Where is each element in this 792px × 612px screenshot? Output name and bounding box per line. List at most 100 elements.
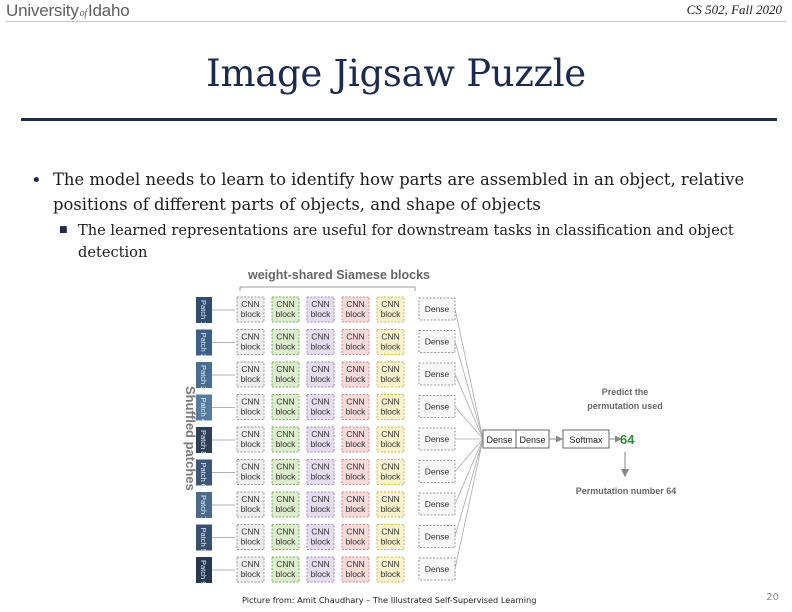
cnn-block-label: block bbox=[276, 407, 297, 417]
cnn-block-label: CNN bbox=[276, 299, 294, 309]
cnn-block-label: block bbox=[241, 407, 262, 417]
cnn-block-label: CNN bbox=[241, 559, 259, 569]
cnn-block-label: block bbox=[346, 309, 367, 319]
cnn-block-label: CNN bbox=[381, 364, 399, 374]
cnn-block-label: block bbox=[346, 439, 367, 449]
cnn-block-label: CNN bbox=[346, 332, 364, 342]
cnn-block-label: CNN bbox=[276, 494, 294, 504]
cnn-block-label: CNN bbox=[276, 527, 294, 537]
cnn-block-label: block bbox=[381, 504, 402, 514]
cnn-block-label: CNN bbox=[311, 559, 329, 569]
merge-line bbox=[455, 374, 483, 439]
cnn-block-label: CNN bbox=[311, 332, 329, 342]
cnn-block-label: CNN bbox=[311, 494, 329, 504]
cnn-block-label: block bbox=[276, 569, 297, 579]
cnn-block-label: CNN bbox=[346, 397, 364, 407]
cnn-block-label: block bbox=[241, 537, 262, 547]
patch-label: Patch 7 bbox=[199, 495, 208, 520]
dense-block-label: Dense bbox=[425, 499, 450, 509]
cnn-block-label: CNN bbox=[311, 299, 329, 309]
cnn-block-label: block bbox=[346, 407, 367, 417]
cnn-block-label: block bbox=[311, 472, 332, 482]
cnn-block-label: CNN bbox=[346, 462, 364, 472]
cnn-block-label: CNN bbox=[276, 364, 294, 374]
softmax-label: Softmax bbox=[569, 435, 603, 445]
dense-block-label: Dense bbox=[425, 304, 450, 314]
figure-caption: Picture from: Amit Chaudhary – The Illus… bbox=[242, 595, 536, 605]
cnn-block-label: CNN bbox=[241, 527, 259, 537]
patch-label: Patch 9 bbox=[199, 560, 208, 584]
cnn-block-label: block bbox=[241, 439, 262, 449]
cnn-block-label: block bbox=[381, 472, 402, 482]
cnn-block-label: CNN bbox=[381, 559, 399, 569]
cnn-block-label: block bbox=[276, 374, 297, 384]
header-divider bbox=[6, 21, 786, 22]
merge-line bbox=[455, 407, 483, 440]
dense-block-label: Dense bbox=[425, 564, 450, 574]
cnn-block-label: CNN bbox=[241, 494, 259, 504]
merge-line bbox=[455, 309, 483, 439]
cnn-block-label: block bbox=[311, 407, 332, 417]
cnn-block-label: block bbox=[311, 504, 332, 514]
cnn-block-label: block bbox=[381, 439, 402, 449]
merge-line bbox=[455, 439, 483, 537]
cnn-block-label: block bbox=[311, 342, 332, 352]
cnn-block-label: CNN bbox=[241, 332, 259, 342]
dense-block-label: Dense bbox=[425, 532, 450, 542]
predict-label-line2: permutation used bbox=[587, 401, 663, 411]
cnn-block-label: CNN bbox=[381, 462, 399, 472]
cnn-block-label: block bbox=[241, 309, 262, 319]
cnn-block-label: CNN bbox=[346, 364, 364, 374]
merge-line bbox=[455, 439, 483, 504]
patch-label: Patch 5 bbox=[199, 528, 208, 553]
cnn-block-label: block bbox=[311, 439, 332, 449]
slide-title: Image Jigsaw Puzzle bbox=[0, 52, 792, 95]
cnn-block-label: block bbox=[346, 472, 367, 482]
cnn-block-label: CNN bbox=[311, 397, 329, 407]
permutation-label: Permutation number 64 bbox=[576, 486, 677, 496]
cnn-block-label: CNN bbox=[381, 397, 399, 407]
cnn-block-label: block bbox=[311, 309, 332, 319]
cnn-block-label: CNN bbox=[346, 494, 364, 504]
cnn-block-label: CNN bbox=[346, 299, 364, 309]
cnn-block-label: CNN bbox=[241, 364, 259, 374]
logo-of-text: of bbox=[80, 8, 87, 19]
cnn-block-label: CNN bbox=[276, 559, 294, 569]
cnn-block-label: block bbox=[241, 374, 262, 384]
bullet-marker: • bbox=[31, 170, 42, 191]
cnn-block-label: CNN bbox=[381, 494, 399, 504]
title-underline bbox=[21, 118, 777, 121]
cnn-block-label: CNN bbox=[276, 462, 294, 472]
cnn-block-label: block bbox=[241, 569, 262, 579]
cnn-block-label: CNN bbox=[311, 527, 329, 537]
cnn-block-label: CNN bbox=[381, 299, 399, 309]
cnn-block-label: CNN bbox=[346, 559, 364, 569]
predict-label-line1: Predict the bbox=[602, 387, 649, 397]
patch-label: Patch 2 bbox=[199, 333, 208, 358]
merged-dense-label-1: Dense bbox=[486, 435, 512, 445]
logo-idaho-text: Idaho bbox=[88, 1, 130, 20]
sub-bullet-text: The learned representations are useful f… bbox=[78, 220, 758, 264]
dense-block-label: Dense bbox=[425, 434, 450, 444]
jigsaw-architecture-figure: weight-shared Siamese blocksShuffled pat… bbox=[170, 262, 695, 584]
cnn-block-label: CNN bbox=[276, 332, 294, 342]
dense-block-label: Dense bbox=[425, 467, 450, 477]
cnn-block-label: block bbox=[346, 537, 367, 547]
dense-block-label: Dense bbox=[425, 369, 450, 379]
merge-line bbox=[455, 439, 483, 569]
cnn-block-label: block bbox=[381, 537, 402, 547]
output-value: 64 bbox=[620, 432, 635, 447]
cnn-block-label: block bbox=[381, 407, 402, 417]
cnn-block-label: CNN bbox=[276, 397, 294, 407]
cnn-block-label: CNN bbox=[311, 462, 329, 472]
cnn-block-label: block bbox=[381, 309, 402, 319]
bullet-text: The model needs to learn to identify how… bbox=[53, 168, 758, 217]
cnn-block-label: CNN bbox=[241, 397, 259, 407]
sub-bullet-marker: ■ bbox=[59, 225, 68, 235]
course-label: CS 502, Fall 2020 bbox=[687, 2, 782, 18]
cnn-block-label: block bbox=[276, 472, 297, 482]
top-label: weight-shared Siamese blocks bbox=[247, 268, 430, 282]
cnn-block-label: block bbox=[241, 342, 262, 352]
cnn-block-label: block bbox=[241, 504, 262, 514]
cnn-block-label: block bbox=[311, 569, 332, 579]
